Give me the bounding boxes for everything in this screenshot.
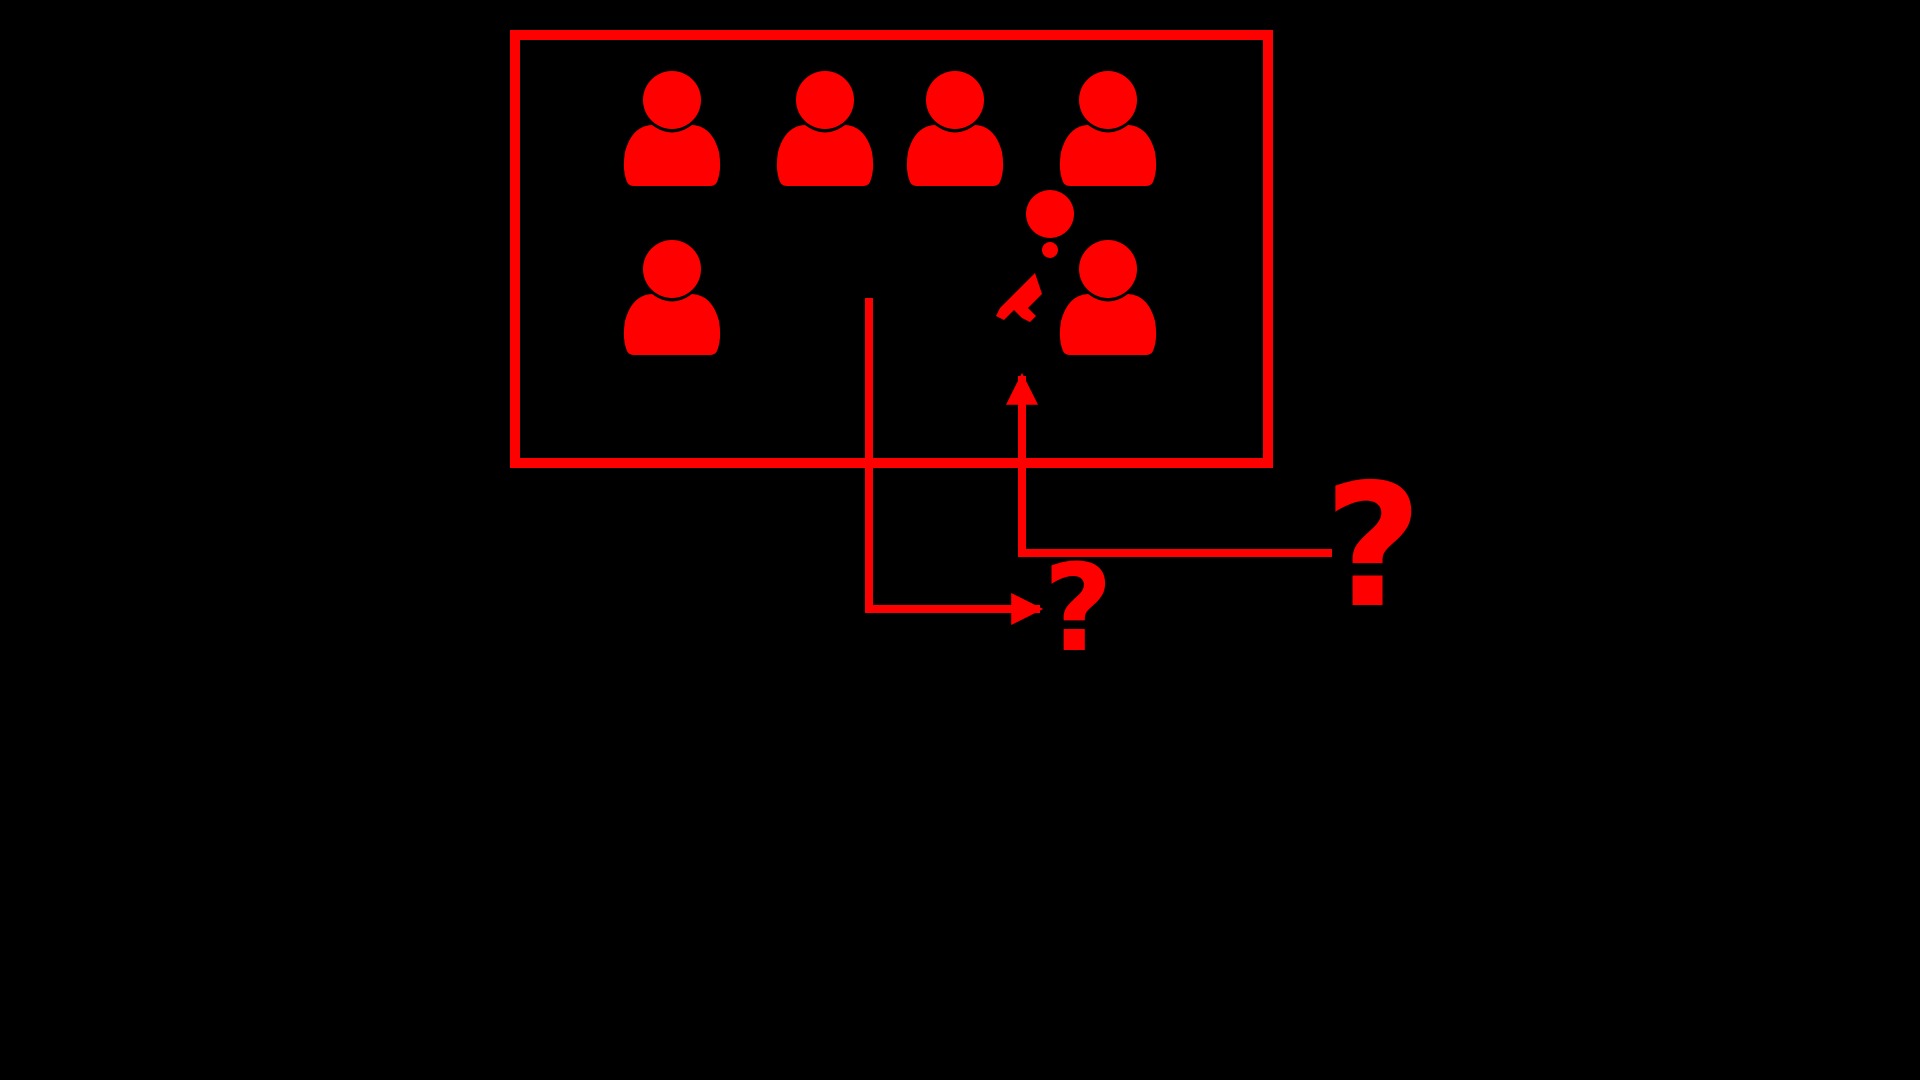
question-mark-icon: ?	[1043, 540, 1113, 679]
person-icon	[1059, 71, 1157, 186]
person-icon	[623, 71, 721, 186]
person-icon	[1059, 240, 1157, 355]
person-icon	[906, 71, 1004, 186]
person-icon	[776, 71, 874, 186]
outgoing-connector	[865, 298, 1044, 625]
question-mark-icon: ?	[1324, 448, 1423, 646]
key-icon	[996, 190, 1075, 322]
group-box	[510, 30, 1273, 468]
person-icon	[623, 240, 721, 355]
incoming-connector	[1006, 372, 1332, 557]
